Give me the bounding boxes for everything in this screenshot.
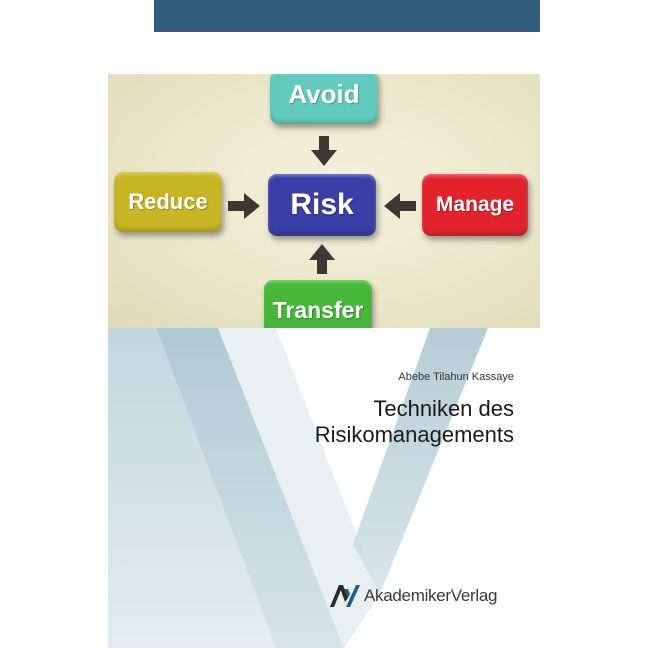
book-title: Techniken des Risikomanagements bbox=[254, 396, 514, 448]
publisher-name: AkademikerVerlag bbox=[364, 586, 498, 605]
top-banner bbox=[154, 0, 540, 32]
arrow-left-icon bbox=[384, 193, 416, 219]
arrow-right-icon bbox=[228, 193, 260, 219]
author-name: Abebe Tilahun Kassaye bbox=[398, 371, 514, 383]
arrow-down-icon bbox=[311, 136, 337, 166]
title-line-1: Techniken des bbox=[373, 396, 514, 421]
reduce-box: Reduce bbox=[114, 172, 222, 232]
title-line-2: Risikomanagements bbox=[314, 422, 514, 447]
manage-box: Manage bbox=[422, 174, 528, 236]
v-shape-background bbox=[108, 328, 488, 648]
akademiker-verlag-logo-icon bbox=[330, 585, 360, 607]
cover-photo: Avoid Reduce Risk Manage Transfer bbox=[108, 74, 540, 328]
arrow-up-icon bbox=[309, 244, 335, 274]
risk-box: Risk bbox=[268, 174, 376, 236]
avoid-box: Avoid bbox=[270, 74, 378, 124]
publisher-logo: AkademikerVerlag bbox=[330, 585, 497, 607]
transfer-box: Transfer bbox=[264, 280, 372, 328]
book-cover: Avoid Reduce Risk Manage Transfer Abebe … bbox=[108, 74, 540, 648]
